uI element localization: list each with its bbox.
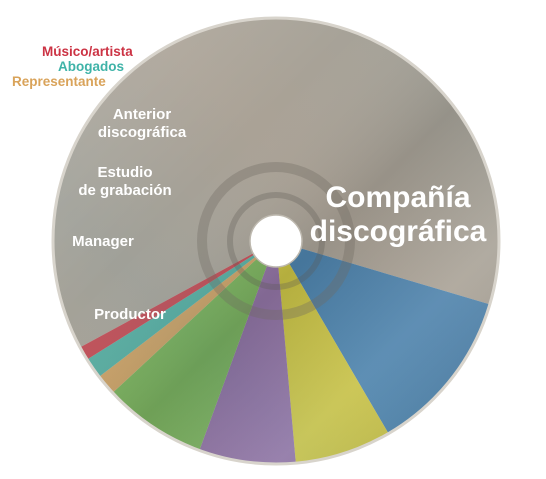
- slice-label-abogados: Abogados: [58, 59, 124, 74]
- disc-inner-ring: [197, 162, 355, 320]
- slice-label-musico-artista: Músico/artista: [42, 44, 133, 59]
- disc-hub-ring: [227, 192, 325, 290]
- disc-edge: [51, 16, 501, 466]
- slice-label-representante: Representante: [12, 74, 106, 89]
- slice-label-manager: Manager: [72, 233, 134, 250]
- slice-label-productor: Productor: [94, 306, 166, 323]
- disc-center-hole: [249, 214, 303, 268]
